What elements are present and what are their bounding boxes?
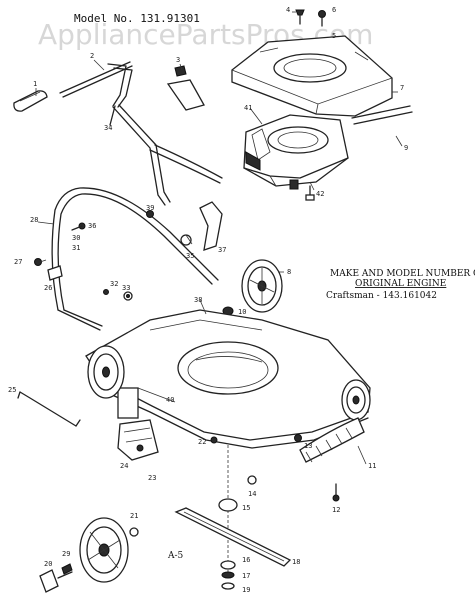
bolt-32-33: [103, 289, 133, 301]
callout-15: 15: [242, 504, 250, 512]
handle-grip: [13, 90, 48, 112]
screw-4: [295, 9, 305, 25]
engine: [243, 114, 349, 201]
engine-info-line3: Craftsman - 143.161042: [326, 291, 437, 301]
callout-8: 8: [287, 268, 291, 276]
height-adjuster: [117, 419, 159, 461]
callout-33: 33: [122, 284, 130, 292]
callout-16: 16: [242, 556, 250, 564]
control-cover: [166, 65, 205, 111]
front-wheel-right: [341, 379, 371, 421]
hubcap: [39, 563, 73, 593]
callout-37: 37: [218, 246, 226, 254]
callout-42: 42: [316, 190, 324, 198]
callout-11: 11: [368, 462, 376, 470]
callout-10: 10: [238, 308, 246, 316]
callout-25: 25: [8, 386, 16, 394]
callout-41: 41: [244, 104, 252, 112]
diagram-code: A-5: [167, 551, 184, 561]
callout-39: 39: [146, 204, 154, 212]
callout-26: 26: [44, 284, 52, 292]
bolt-39: [146, 210, 154, 218]
leader-lines: [35, 11, 403, 465]
shield-strip: [351, 105, 413, 125]
callout-12: 12: [332, 506, 340, 514]
deflector-bracket: [180, 201, 223, 251]
model-number: Model No. 131.91301: [74, 12, 200, 25]
engine-info-line1: MAKE AND MODEL NUMBER OF: [330, 269, 475, 279]
rear-wheel-right: [241, 259, 283, 313]
blade-adapter-stack: [218, 445, 238, 590]
lower-handle: [112, 104, 223, 206]
callout-20: 20: [44, 560, 52, 568]
callout-4: 4: [286, 6, 290, 14]
callout-14: 14: [248, 490, 256, 498]
callout-30: 30: [72, 234, 80, 242]
callout-13: 13: [304, 442, 312, 450]
callout-21: 21: [130, 512, 138, 520]
callout-27: 27: [14, 258, 22, 266]
callout-19: 19: [242, 586, 250, 594]
callout-6: 6: [332, 6, 336, 14]
callout-9: 9: [404, 144, 408, 152]
screw-12: [332, 483, 340, 502]
callout-labels: 1 2 3 4 5 6 7 8 9 10 11 12 13 14 15 16 1…: [8, 6, 408, 594]
front-wheel-bottom: [79, 517, 129, 583]
nut-13: [294, 434, 302, 442]
callout-32: 32: [110, 280, 118, 288]
bracket-26: [47, 265, 63, 281]
callout-38: 38: [194, 296, 202, 304]
callout-34: 34: [104, 124, 112, 132]
callout-18: 18: [292, 558, 300, 566]
callout-31: 31: [72, 244, 80, 252]
adjuster-rod: [17, 391, 81, 427]
engine-info-line2: ORIGINAL ENGINE: [355, 279, 446, 289]
callout-35: 35: [186, 252, 194, 260]
callout-28: 28: [30, 216, 38, 224]
callout-40: 40: [166, 396, 174, 404]
handle-loop: [51, 187, 219, 331]
rear-baffle: [299, 417, 365, 463]
callout-29: 29: [62, 550, 70, 558]
callout-3: 3: [176, 56, 180, 64]
callout-17: 17: [242, 572, 250, 580]
engine-shroud: [231, 35, 393, 117]
bolt-14: [247, 475, 257, 485]
callout-36: 36: [88, 222, 96, 230]
bolt-30: [71, 222, 86, 231]
callout-2: 2: [90, 52, 94, 60]
callout-1: 1: [33, 80, 37, 88]
screw-6: [318, 10, 326, 27]
callout-24: 24: [120, 462, 128, 470]
callout-23: 23: [148, 474, 156, 482]
mower-deck: [85, 309, 371, 449]
washer-21: [129, 527, 139, 537]
callout-22: 22: [198, 438, 206, 446]
callout-7: 7: [400, 84, 404, 92]
upper-handle: [59, 61, 133, 126]
blade: [174, 507, 292, 567]
nut-22: [210, 436, 218, 444]
callout-5: 5: [332, 32, 336, 40]
rear-wheel-left: [87, 345, 125, 399]
engine-info: MAKE AND MODEL NUMBER OF ORIGINAL ENGINE…: [326, 269, 475, 301]
nut-27: [34, 258, 42, 266]
